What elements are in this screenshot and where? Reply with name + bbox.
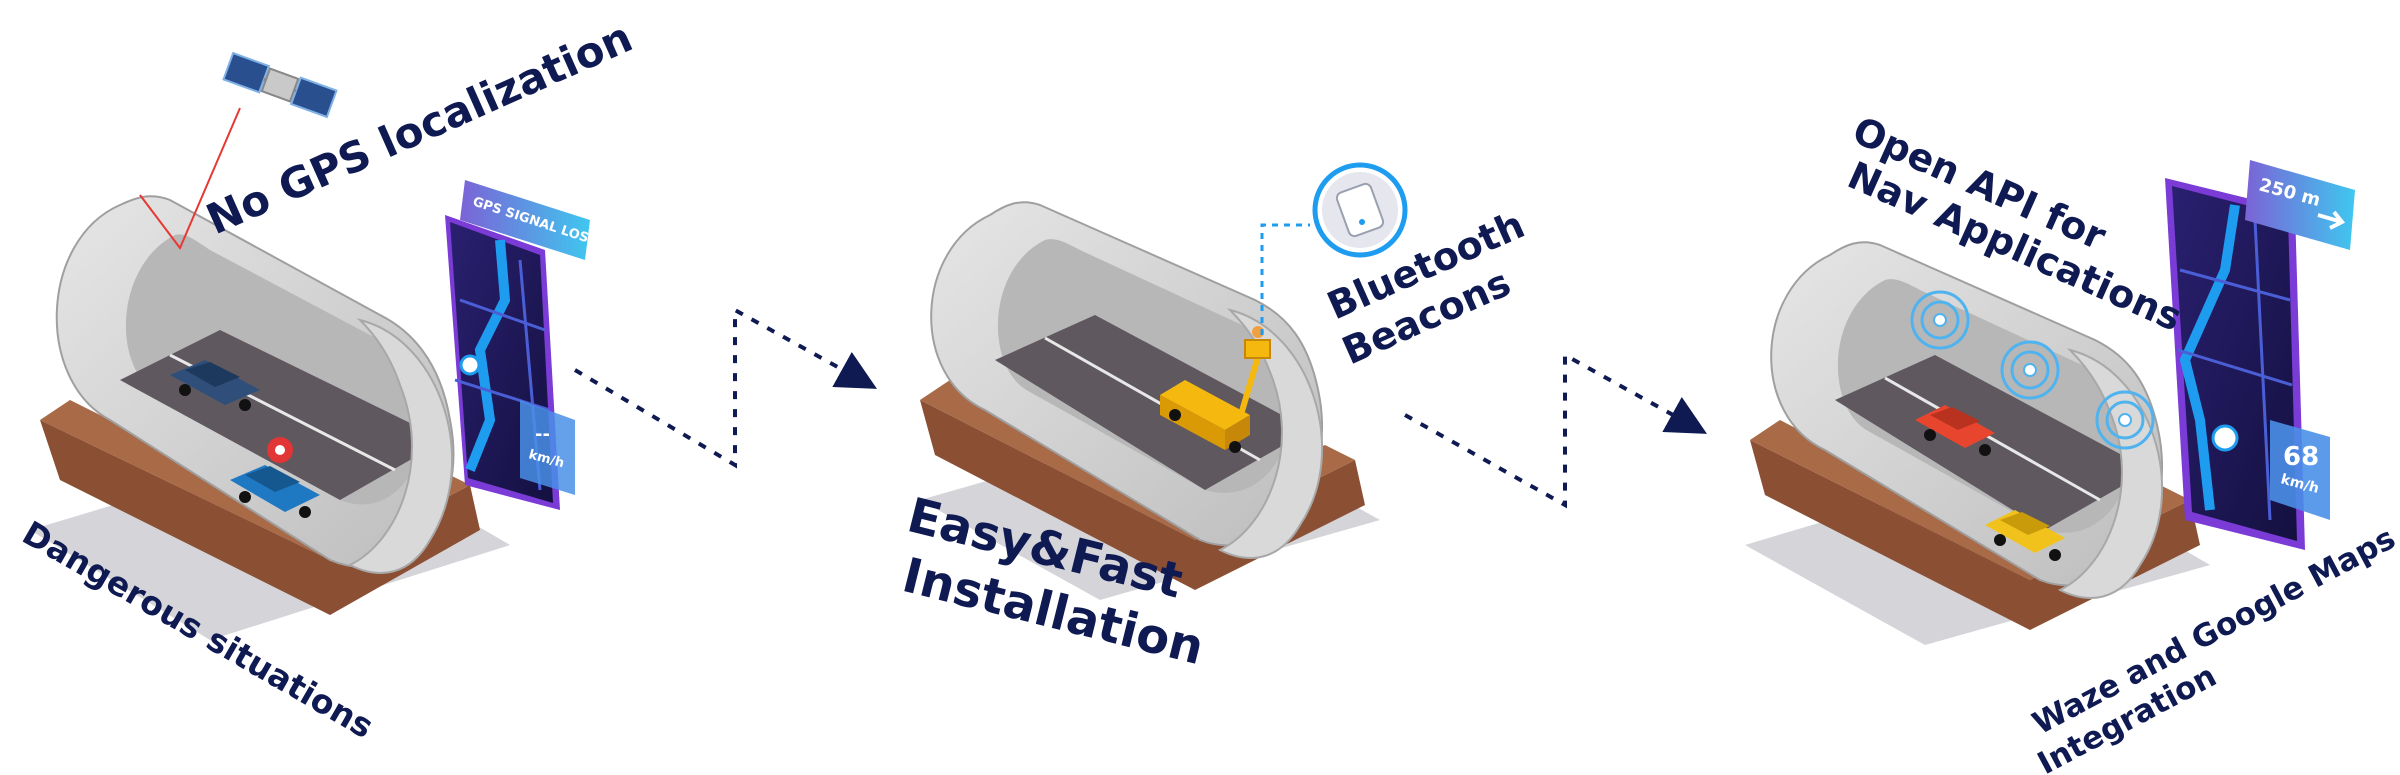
beacon-icon [1312,162,1408,258]
panel3-road-line [1884,376,2101,502]
beacon-connector [1260,223,1310,335]
gps-lost-bubble [460,180,590,260]
phone-icon: 250 m 68 km/h [2165,160,2355,550]
car-icon [1915,405,1995,456]
beacon-icon [1910,290,1970,350]
arrow-right-icon [2317,210,2346,230]
truck-icon [1160,326,1271,453]
car-icon [170,360,260,411]
speed-unknown-value: -- [535,424,550,445]
gps-signal-line [139,107,241,250]
car-icon [230,465,320,518]
panel1-tunnel-rim [347,318,453,574]
speed-box-unknown [520,400,575,495]
panel-installation: Bluetooth Beacons Easy&Fast Installation [897,162,1531,676]
panel-open-api: 250 m 68 km/h Open API for Nav Applicati… [1745,108,2400,775]
satellite-icon [222,51,338,119]
speed-value: 68 [2283,442,2319,472]
distance-bubble [2245,160,2355,250]
alert-icon [267,437,293,463]
beacon-icon [2095,390,2155,450]
phone-icon: GPS SIGNAL LOST -- km/h [445,180,599,510]
connector-arrow-2 [1404,351,1707,509]
caption-no-gps: No GPS localization [199,12,639,244]
panel2-tunnel-rim [1217,308,1323,559]
panel-no-gps: No GPS localization Dangerous situations… [16,12,639,746]
connector-arrow-1 [573,306,877,469]
beacon-icon [2000,340,2060,400]
panel3-road [1835,355,2150,530]
car-icon [1985,510,2065,561]
speed-box [2270,420,2330,520]
